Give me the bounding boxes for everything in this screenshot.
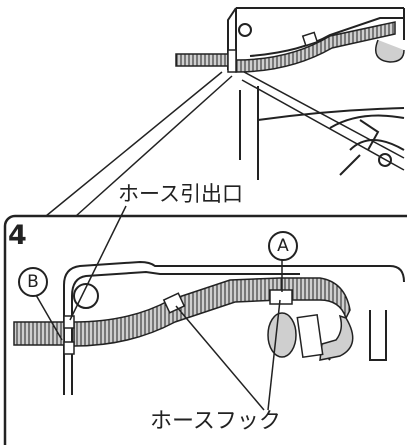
hose-hook-right (269, 289, 293, 305)
overview-hose-coil (375, 39, 405, 63)
detail-hose-loop (319, 314, 354, 361)
hose-outlet-clip-bottom (63, 341, 75, 355)
zoom-leaders (45, 71, 405, 217)
callout-leaders (35, 205, 283, 411)
detail-hose (13, 321, 65, 346)
hose-outlet-clip-top (63, 315, 75, 329)
detail-frame (3, 214, 407, 445)
hose-hook-label: ホースフック (150, 409, 281, 434)
marker-a: A (268, 231, 298, 261)
overview-hook (301, 31, 319, 47)
marker-b: B (18, 267, 48, 297)
overview-hose-curve (235, 21, 396, 73)
detail-hose-flap (296, 313, 324, 359)
overview-drawing (227, 7, 405, 180)
overview-hose (175, 53, 229, 67)
detail-hose-end (267, 312, 297, 358)
hose-outlet-label: ホース引出口 (118, 182, 243, 206)
overview-clip (227, 49, 237, 73)
hose-hook-left (162, 292, 186, 314)
step-number: 4 (8, 220, 27, 251)
